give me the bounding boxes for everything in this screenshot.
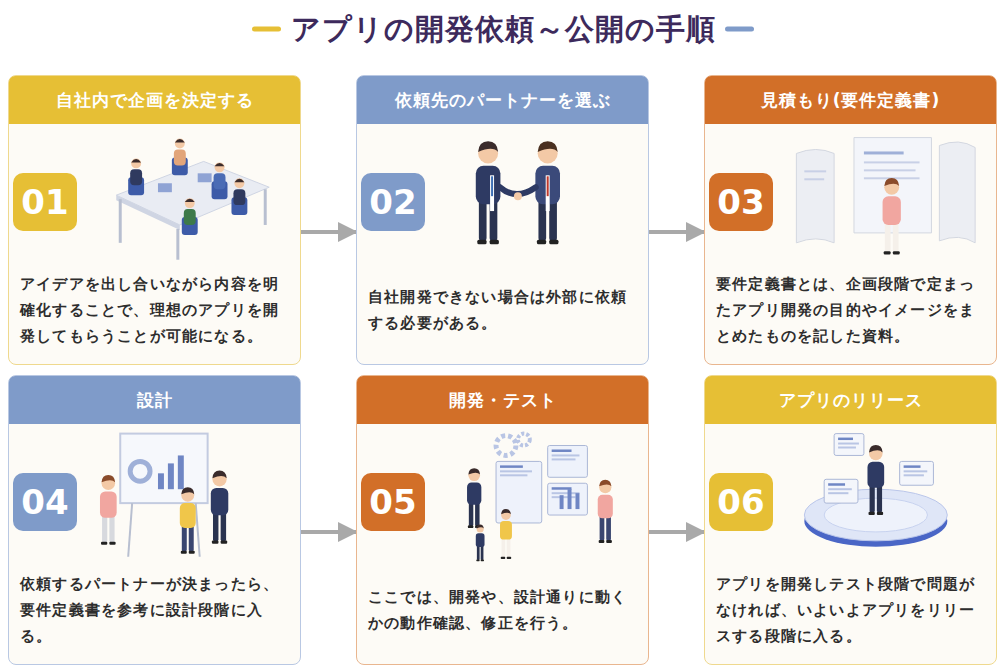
step-number: 02	[369, 182, 416, 222]
title-dash	[728, 27, 752, 32]
step-number-badge: 03	[709, 173, 773, 231]
step-number-badge: 02	[361, 173, 425, 231]
flow-arrow	[301, 230, 356, 234]
flow-arrow	[649, 530, 704, 534]
step-number-badge: 01	[13, 173, 77, 231]
step-heading: 自社内で企画を決定する	[9, 76, 300, 124]
step-number: 05	[369, 482, 416, 522]
step-description: 要件定義書とは、企画段階で定まったアプリ開発の目的やイメージをまとめたものを記し…	[716, 272, 985, 349]
step-heading: 開発・テスト	[357, 376, 648, 424]
step-body-area: アプリを開発しテスト段階で問題がなければ、いよいよアプリをリリースする段階に入る…	[705, 564, 996, 658]
step-number: 01	[21, 182, 68, 222]
step-card: 依頼先のパートナーを選ぶ自社開発できない場合は外部に依頼する必要がある。 02	[356, 75, 649, 365]
step-card: アプリのリリースアプリを開発しテスト段階で問題がなければ、いよいよアプリをリリー…	[704, 375, 997, 665]
step-description: 依頼するパートナーが決まったら、要件定義書を参考に設計段階に入る。	[20, 572, 289, 649]
step-heading: 設計	[9, 376, 300, 424]
step-description: ここでは、開発や、設計通りに動くかの動作確認、修正を行う。	[368, 585, 637, 637]
step-card: 開発・テストここでは、開発や、設計通りに動くかの動作確認、修正を行う。 05	[356, 375, 649, 665]
step-heading: 依頼先のパートナーを選ぶ	[357, 76, 648, 124]
step-heading: 見積もり(要件定義書)	[705, 76, 996, 124]
step-description: アイデアを出し合いながら内容を明確化することで、理想のアプリを開発してもらうこと…	[20, 272, 289, 349]
step-number: 04	[21, 482, 68, 522]
step-body-area: ここでは、開発や、設計通りに動くかの動作確認、修正を行う。	[357, 564, 648, 658]
step-card: 設計依頼するパートナーが決まったら、要件定義書を参考に設計段階に入る。 04	[8, 375, 301, 665]
step-card: 見積もり(要件定義書) 要件定義書とは、企画段階で定まったアプリ開発の目的やイメー…	[704, 75, 997, 365]
step-body-area: 要件定義書とは、企画段階で定まったアプリ開発の目的やイメージをまとめたものを記し…	[705, 264, 996, 358]
step-body-area: 依頼するパートナーが決まったら、要件定義書を参考に設計段階に入る。	[9, 564, 300, 658]
diagram-title: アプリの開発依頼～公開の手順	[0, 10, 1006, 50]
step-body-area: アイデアを出し合いながら内容を明確化することで、理想のアプリを開発してもらうこと…	[9, 264, 300, 358]
step-body-area: 自社開発できない場合は外部に依頼する必要がある。	[357, 264, 648, 358]
step-number-badge: 06	[709, 473, 773, 531]
step-number-badge: 05	[361, 473, 425, 531]
step-heading: アプリのリリース	[705, 376, 996, 424]
flow-arrow	[301, 530, 356, 534]
step-card: 自社内で企画を決定するアイデアを出し合いながら内容を明確化することで、理想のアプ…	[8, 75, 301, 365]
step-number: 06	[717, 482, 764, 522]
step-description: アプリを開発しテスト段階で問題がなければ、いよいよアプリをリリースする段階に入る…	[716, 572, 985, 649]
title-dash	[255, 27, 279, 32]
step-number-badge: 04	[13, 473, 77, 531]
step-description: 自社開発できない場合は外部に依頼する必要がある。	[368, 285, 637, 337]
flow-arrow	[649, 230, 704, 234]
step-number: 03	[717, 182, 764, 222]
